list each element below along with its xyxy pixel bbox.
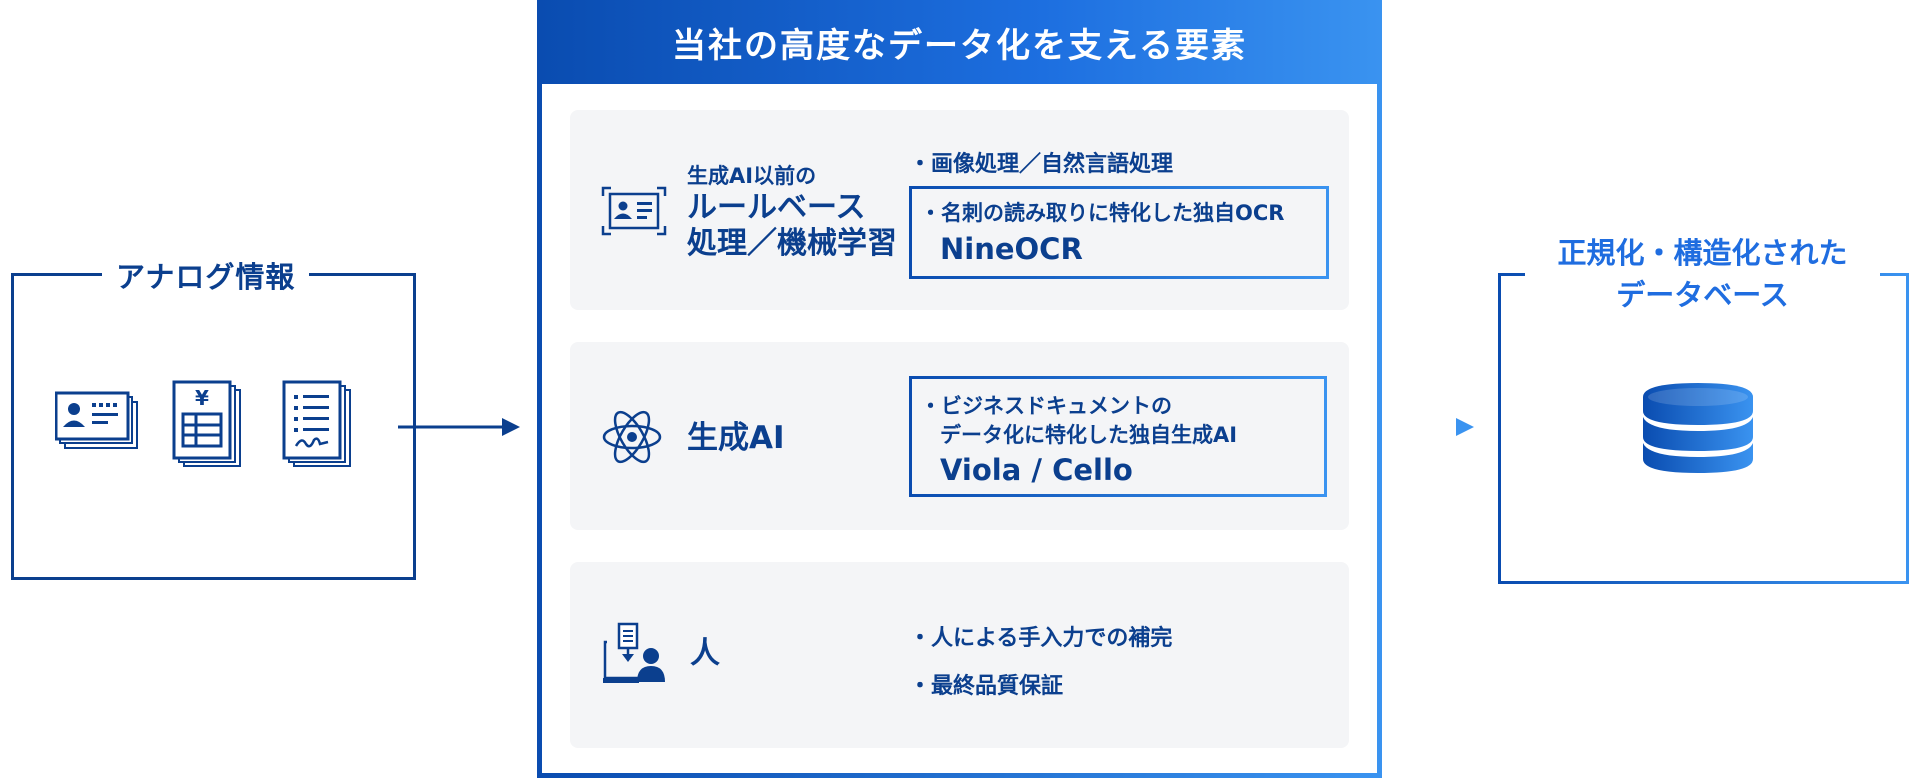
business-card-icon — [55, 391, 138, 449]
atom-icon — [602, 410, 662, 464]
document-signature-icon — [282, 380, 351, 467]
nineocr-name: NineOCR — [940, 232, 1083, 266]
viola-cello-callout — [909, 376, 1327, 497]
id-card-scan-icon — [601, 186, 667, 236]
person-input-icon — [603, 622, 665, 683]
database-box — [1498, 273, 1909, 584]
human-title: 人 — [690, 636, 720, 671]
database-title: 正規化・構造化された データベース — [1525, 228, 1880, 320]
rule-based-title-line2: 処理／機械学習 — [687, 226, 897, 261]
database-title-line1: 正規化・構造化された — [1557, 236, 1848, 270]
arrow-right-icon — [398, 418, 520, 436]
viola-cello-description-line1: ・ビジネスドキュメントの — [920, 394, 1172, 418]
nineocr-description: ・名刺の読み取りに特化した独自OCR — [920, 201, 1285, 225]
database-title-line2: データベース — [1616, 278, 1789, 312]
arrow-right-icon — [1352, 418, 1474, 436]
human-bullet-2: ・最終品質保証 — [909, 674, 1064, 699]
human-card — [570, 562, 1349, 748]
viola-cello-name: Viola / Cello — [940, 453, 1133, 487]
human-bullet-1: ・人による手入力での補完 — [909, 626, 1173, 651]
database-icon — [1643, 383, 1753, 473]
rule-based-bullet: ・画像処理／自然言語処理 — [909, 152, 1174, 177]
svg-text:¥: ¥ — [195, 386, 209, 410]
nineocr-callout — [909, 186, 1329, 279]
viola-cello-description-line2: データ化に特化した独自生成AI — [940, 423, 1238, 447]
generative-ai-title: 生成AI — [687, 420, 785, 456]
invoice-yen-icon: ¥ — [172, 380, 241, 467]
rule-based-subtitle: 生成AI以前の — [687, 164, 817, 188]
analog-info-title: アナログ情報 — [102, 254, 310, 296]
rule-based-title-line1: ルールベース — [687, 190, 866, 225]
panel-header: 当社の高度なデータ化を支える要素 — [537, 0, 1382, 84]
